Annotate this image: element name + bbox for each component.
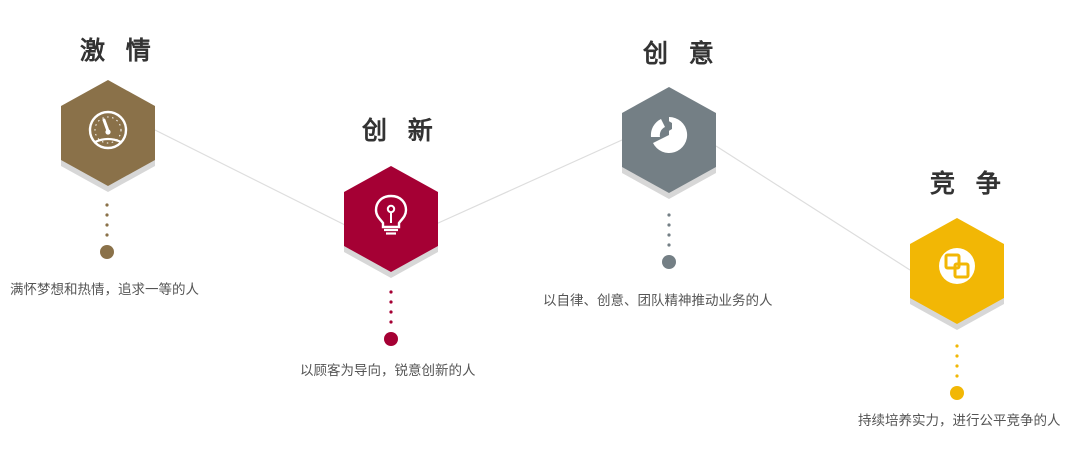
linked-squares-icon xyxy=(939,248,975,284)
creativity-hexagon xyxy=(621,87,717,199)
creativity-description: 以自律、创意、团队精神推动业务的人 xyxy=(543,293,773,309)
connector-innovation-creativity xyxy=(435,139,623,225)
speedometer-icon xyxy=(88,110,128,150)
connector-passion-innovation xyxy=(154,129,346,226)
competition-description: 持续培养实力，进行公平竞争的人 xyxy=(858,413,1061,429)
lightbulb-icon xyxy=(374,194,408,235)
innovation-hexagon xyxy=(343,166,439,278)
competition-title: 竞 争 xyxy=(930,169,1007,198)
passion-title: 激 情 xyxy=(80,36,157,65)
innovation-dots xyxy=(384,290,398,346)
passion-hexagon xyxy=(60,80,156,192)
pie-hexagon-icon xyxy=(650,116,688,153)
connector-creativity-competition xyxy=(715,145,911,271)
creativity-dots xyxy=(662,213,676,269)
competition-dots xyxy=(950,344,964,400)
innovation-title: 创 新 xyxy=(362,116,439,145)
creativity-title: 创 意 xyxy=(643,39,720,68)
passion-dots xyxy=(100,203,114,259)
passion-description: 满怀梦想和热情，追求一等的人 xyxy=(10,282,199,298)
competition-hexagon xyxy=(909,218,1005,330)
innovation-description: 以顾客为导向，锐意创新的人 xyxy=(300,363,476,379)
